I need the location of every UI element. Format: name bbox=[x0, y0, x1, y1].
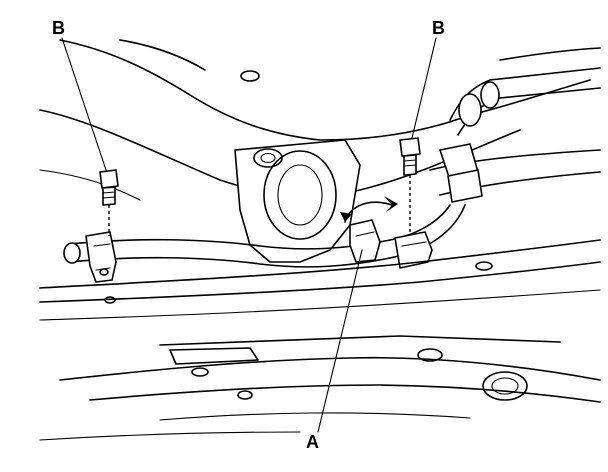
leader-lines bbox=[61, 37, 437, 433]
subframe-bracket bbox=[234, 139, 361, 263]
bolt-right bbox=[399, 137, 421, 234]
callout-label-a: A bbox=[306, 432, 319, 452]
lower-crossmember bbox=[39, 239, 601, 441]
left-bushing-bracket bbox=[85, 231, 117, 283]
bolt-left bbox=[99, 169, 119, 236]
stabilizer-clip bbox=[349, 219, 381, 263]
direction-arrow bbox=[340, 196, 398, 223]
right-bushing-bracket bbox=[394, 231, 433, 269]
hoses bbox=[429, 67, 601, 203]
callout-label-b-left: B bbox=[52, 18, 65, 38]
callout-label-b-right: B bbox=[432, 18, 445, 38]
